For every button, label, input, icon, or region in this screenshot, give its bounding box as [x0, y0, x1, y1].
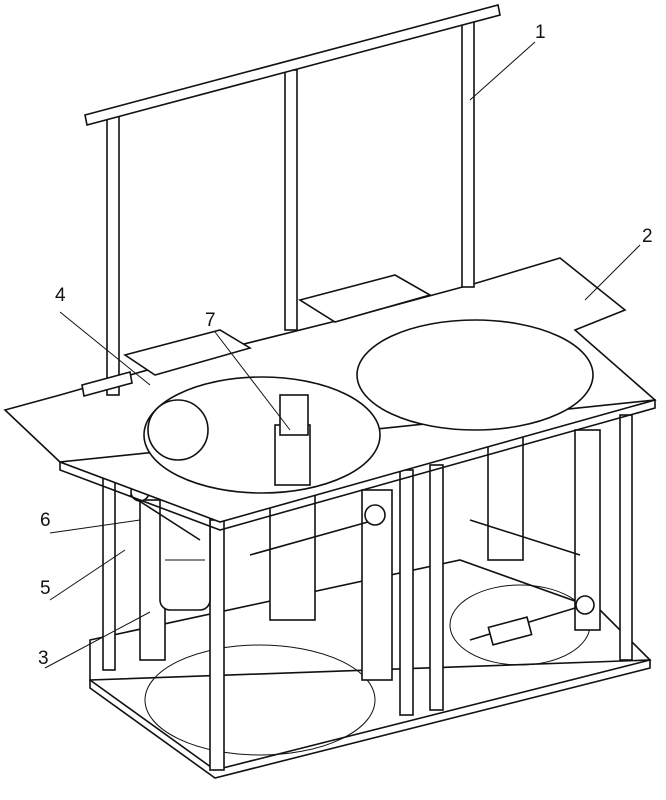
legs	[102, 414, 633, 771]
label-4: 4	[55, 285, 66, 306]
label-2: 2	[642, 226, 653, 247]
label-3: 3	[38, 648, 49, 669]
label-5: 5	[40, 578, 51, 599]
top-rail	[81, 4, 501, 397]
label-1: 1	[535, 22, 546, 43]
mounting-plate	[3, 257, 657, 531]
label-6: 6	[40, 510, 51, 531]
leader-lines	[44, 41, 641, 669]
label-7: 7	[205, 310, 216, 331]
linkage-rods	[129, 482, 595, 646]
brackets	[123, 274, 433, 376]
